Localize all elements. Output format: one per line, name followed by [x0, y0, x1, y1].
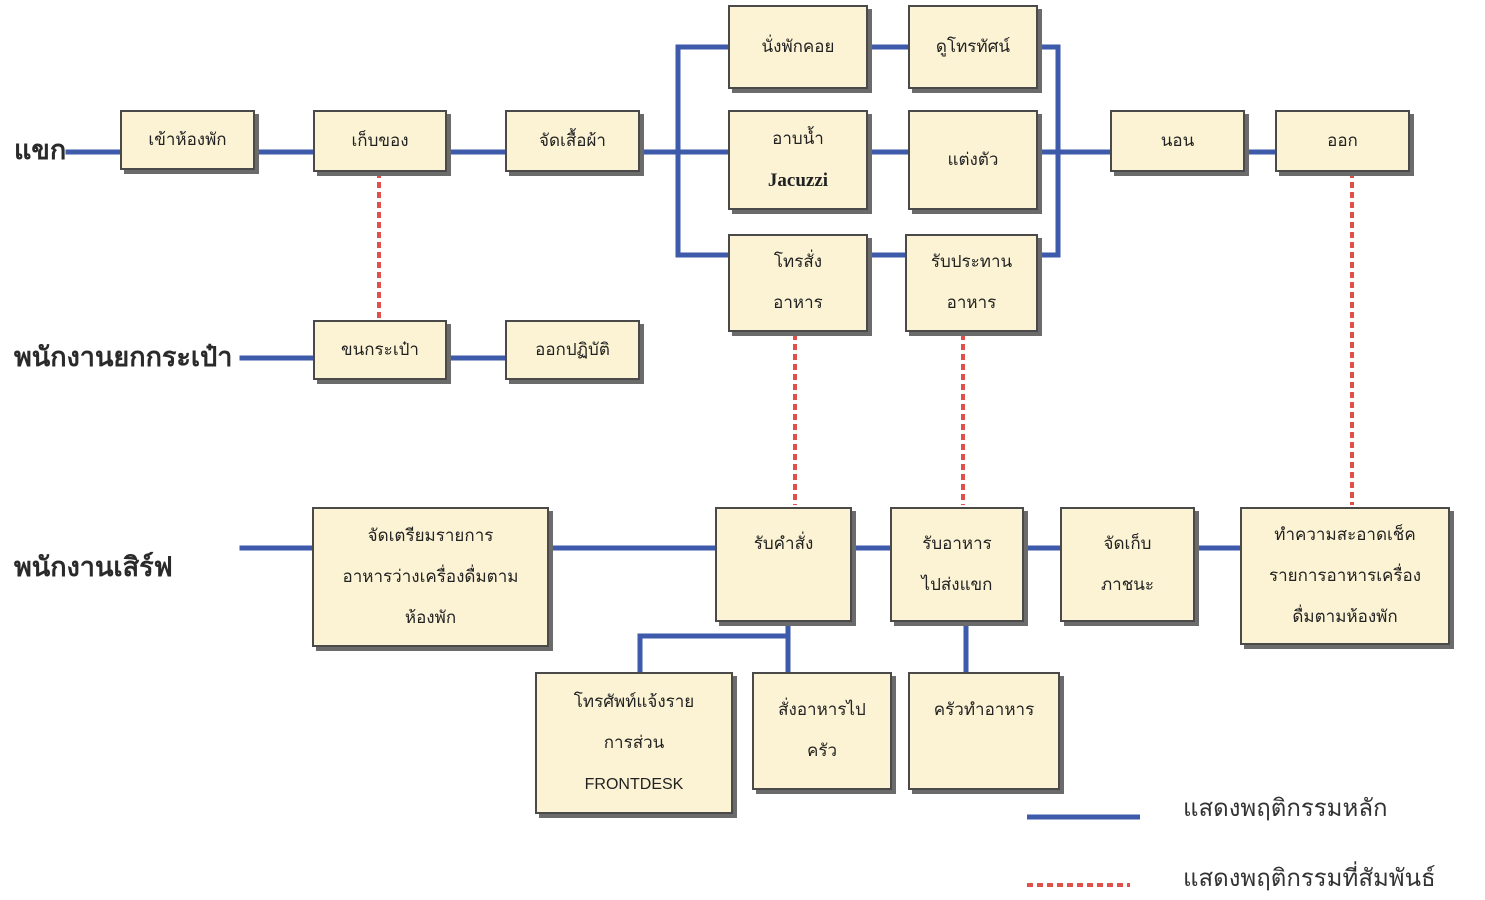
box-line: จัดเก็บ [1103, 533, 1152, 554]
box-leave: ออก [1275, 110, 1410, 172]
box-line: เข้าห้องพัก [148, 129, 227, 150]
box-line: รับอาหาร [922, 533, 992, 554]
box-line: รับคำสั่ง [753, 533, 814, 554]
box-send-to-kitchen: สั่งอาหารไป ครัว [752, 672, 892, 790]
box-line: ทำความสะอาดเช็ค [1274, 524, 1416, 545]
legend-swatches [1027, 814, 1140, 887]
box-line: สั่งอาหารไป [778, 700, 866, 720]
box-line: ดื่มตามห้องพัก [1292, 606, 1398, 627]
box-call-order-food: โทรสั่ง อาหาร [728, 234, 868, 332]
box-line: ออก [1327, 130, 1358, 151]
box-line: แต่งตัว [947, 149, 999, 170]
box-line: ดูโทรทัศน์ [935, 36, 1011, 57]
box-carry-bags: ขนกระเป๋า [313, 320, 447, 380]
box-line: Jacuzzi [767, 170, 829, 191]
box-watch-tv: ดูโทรทัศน์ [908, 5, 1038, 89]
box-arrange-clothes: จัดเสื้อผ้า [505, 110, 640, 172]
lane-label-bellboy: พนักงานยกกระเป๋า [14, 342, 233, 373]
box-sit-rest: นั่งพักคอย [728, 5, 868, 89]
box-prepare-menu: จัดเตรียมรายการ อาหารว่างเครื่องดื่มตาม … [312, 507, 549, 647]
box-kitchen-cook: ครัวทำอาหาร [908, 672, 1060, 790]
box-line: อาหาร [946, 293, 997, 313]
box-clear-dishes: จัดเก็บ ภาชนะ [1060, 507, 1195, 622]
box-line [981, 731, 986, 772]
box-bath-jacuzzi: อาบน้ำ Jacuzzi [728, 110, 868, 210]
box-exit-duty: ออกปฏิบัติ [505, 320, 640, 380]
box-line: รับประทาน [930, 252, 1013, 272]
box-line: การส่วน [603, 732, 665, 753]
box-line: ครัว [806, 741, 838, 761]
lane-label-server: พนักงานเสิร์ฟ [14, 552, 173, 583]
box-line: โทรสั่ง [773, 252, 823, 272]
box-clean-check: ทำความสะอาดเช็ค รายการอาหารเครื่อง ดื่มต… [1240, 507, 1450, 645]
box-line: ขนกระเป๋า [341, 339, 419, 360]
box-line: นอน [1160, 130, 1195, 151]
box-line: ไปส่งแขก [921, 574, 993, 595]
box-line: นั่งพักคอย [761, 36, 835, 57]
box-dress: แต่งตัว [908, 110, 1038, 210]
box-line: ภาชนะ [1100, 574, 1155, 595]
box-phone-frontdesk: โทรศัพท์แจ้งราย การส่วน FRONTDESK [535, 672, 733, 814]
box-line: ห้องพัก [404, 607, 457, 628]
box-line: ครัวทำอาหาร [933, 700, 1035, 720]
box-line: FRONTDESK [584, 775, 684, 793]
box-line: จัดเสื้อผ้า [539, 130, 606, 151]
box-line: อาบน้ำ [772, 129, 824, 149]
box-line: เก็บของ [351, 130, 409, 151]
box-enter-room: เข้าห้องพัก [120, 110, 255, 170]
related-behavior-lines [377, 172, 1354, 505]
box-eat-food: รับประทาน อาหาร [905, 234, 1038, 332]
box-line: โทรศัพท์แจ้งราย [573, 691, 695, 712]
box-line [781, 565, 786, 606]
box-line: จัดเตรียมรายการ [367, 525, 494, 546]
box-deliver-food: รับอาหาร ไปส่งแขก [890, 507, 1024, 622]
box-line: อาหาร [773, 293, 823, 313]
main-behavior-lines [65, 44, 1278, 675]
box-line: อาหารว่างเครื่องดื่มตาม [342, 566, 519, 587]
box-sleep: นอน [1110, 110, 1245, 172]
legend-related-label: แสดงพฤติกรรมที่สัมพันธ์ [1183, 864, 1436, 892]
box-line: รายการอาหารเครื่อง [1268, 565, 1422, 586]
box-line: ออกปฏิบัติ [535, 339, 610, 360]
box-take-order: รับคำสั่ง [715, 507, 852, 622]
box-store-items: เก็บของ [313, 110, 447, 172]
lane-label-guest: แขก [14, 135, 67, 166]
legend-main-label: แสดงพฤติกรรมหลัก [1183, 794, 1388, 822]
